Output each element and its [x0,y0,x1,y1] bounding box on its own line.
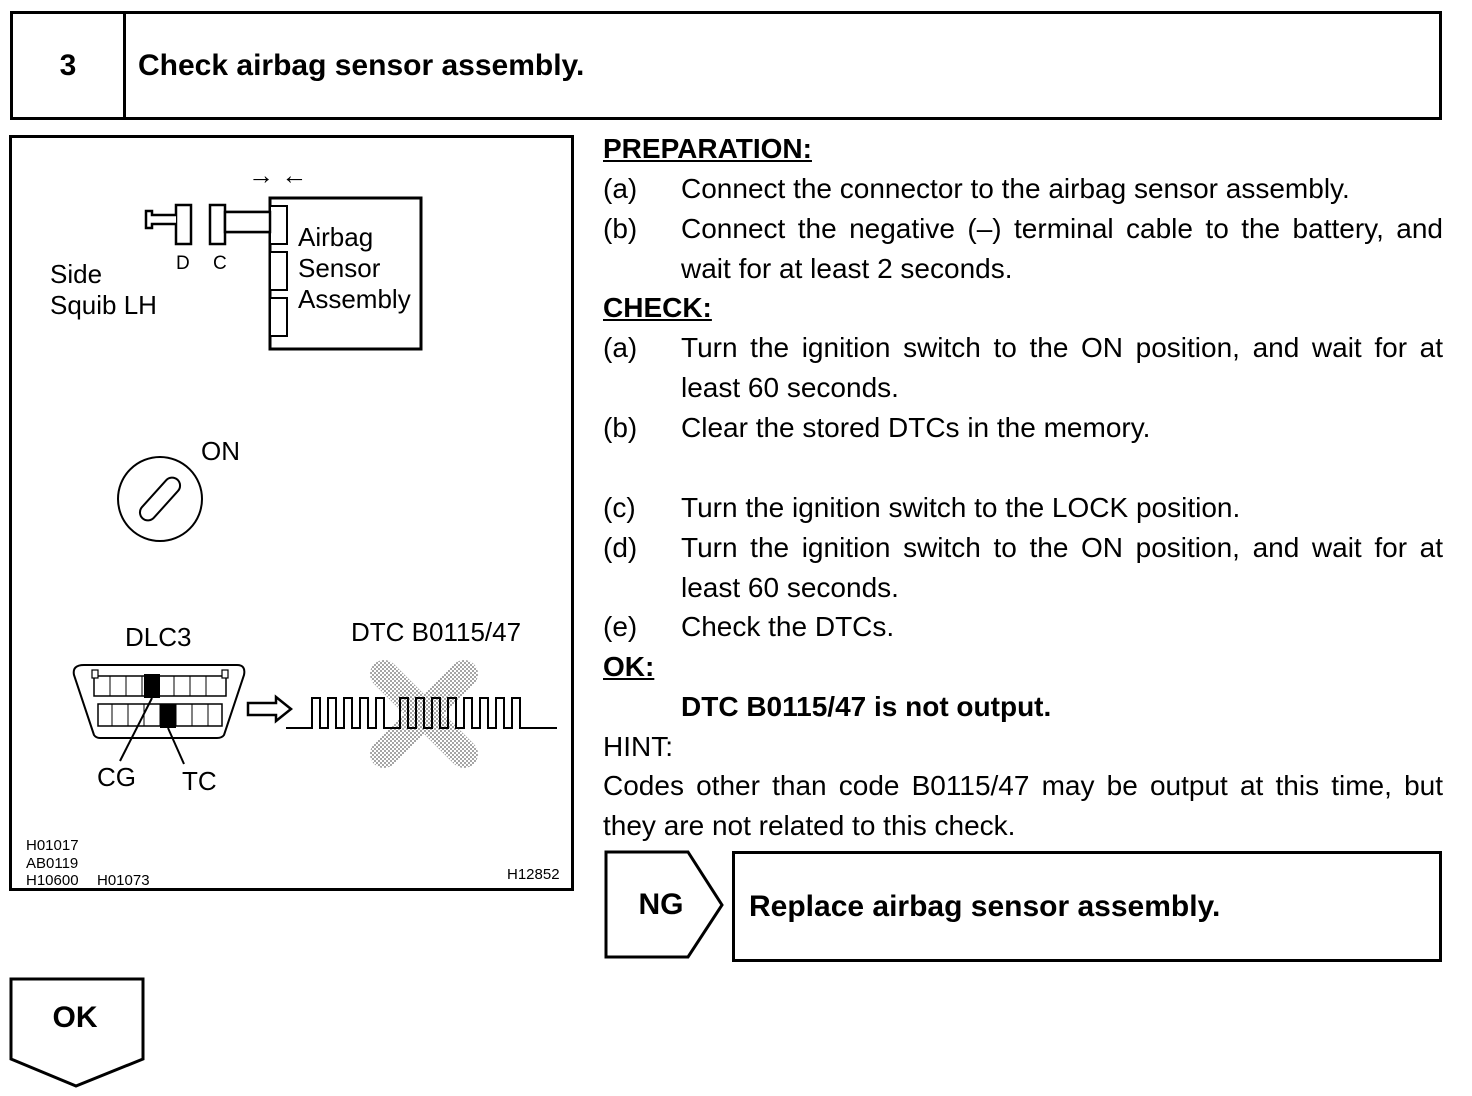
step-number: 3 [13,14,126,117]
insertion-arrows: → ← [248,160,308,190]
check-item: (a) Turn the ignition switch to the ON p… [603,328,1443,408]
check-heading: CHECK: [603,292,712,323]
connector-drawing [144,203,272,246]
terminal-cg-label: CG [97,762,136,792]
dtc-code-label: DTC B0115/47 [351,617,522,647]
preparation-heading: PREPARATION: [603,133,812,164]
sensor-label-line2: Sensor [298,253,381,283]
hint-heading: HINT: [603,731,673,762]
ok-flow-label: OK [52,1001,98,1034]
sensor-assembly-drawing [268,196,423,351]
dlc3-label: DLC3 [125,622,192,652]
ng-action-text: Replace airbag sensor assembly. [749,889,1221,923]
figure-ref-2: AB0119 [26,855,79,872]
preparation-item: (a) Connect the connector to the airbag … [603,169,1443,209]
ng-label: NG [638,888,684,921]
connector-d-label: D [176,253,190,274]
hollow-arrow-icon [246,694,294,724]
check-item: (e) Check the DTCs. [603,607,1443,647]
ng-action-box: Replace airbag sensor assembly. [732,851,1442,962]
ok-heading: OK: [603,651,655,682]
hint-text: Codes other than code B0115/47 may be ou… [603,770,1443,841]
item-text: Turn the ignition switch to the ON posit… [681,532,1443,603]
ng-pentagon-shape [604,850,724,959]
sensor-label-line3: Assembly [298,284,411,314]
dtc-waveform-drawing [286,660,557,768]
figure-ref-4: H01073 [97,872,150,889]
item-text: Turn the ignition switch to the ON posit… [681,332,1443,403]
item-text: Connect the connector to the airbag sens… [681,173,1350,204]
step-header: 3 Check airbag sensor assembly. [10,11,1442,120]
figure-ref-3: H10600 [26,872,79,889]
ignition-on-label: ON [201,436,240,466]
check-item: (c) Turn the ignition switch to the LOCK… [603,488,1443,528]
item-text: Check the DTCs. [681,611,895,642]
sensor-label-line1: Airbag [298,222,374,252]
item-label: (d) [603,532,638,563]
item-text: Connect the negative (–) terminal cable … [681,213,1443,284]
connector-c-label: C [213,253,227,274]
ignition-switch-drawing [117,456,203,542]
item-label: (e) [603,611,638,642]
side-squib-label-line1: Side [50,259,103,289]
step-title: Check airbag sensor assembly. [138,48,585,82]
check-item: (d) Turn the ignition switch to the ON p… [603,528,1443,608]
item-label: (a) [603,173,638,204]
item-label: (c) [603,492,636,523]
item-text: Turn the ignition switch to the LOCK pos… [681,492,1241,523]
dlc3-connector-drawing [72,664,246,765]
side-squib-label-line2: Squib LH [50,290,157,320]
preparation-item: (b) Connect the negative (–) terminal ca… [603,209,1443,289]
item-text: Clear the stored DTCs in the memory. [681,412,1151,443]
illustration-panel: → ← Side Squib LH D C Airbag Sensor Asse… [9,135,574,891]
figure-id: H12852 [507,866,560,883]
item-label: (b) [603,213,638,244]
check-item: (b) Clear the stored DTCs in the memory. [603,408,1443,448]
ok-pentagon-shape [9,977,145,1088]
item-label: (a) [603,332,638,363]
figure-ref-1: H01017 [26,837,79,854]
item-label: (b) [603,412,638,443]
ok-result: DTC B0115/47 is not output. [681,691,1052,722]
terminal-tc-label: TC [182,766,217,796]
illustration-drawing [72,196,557,768]
